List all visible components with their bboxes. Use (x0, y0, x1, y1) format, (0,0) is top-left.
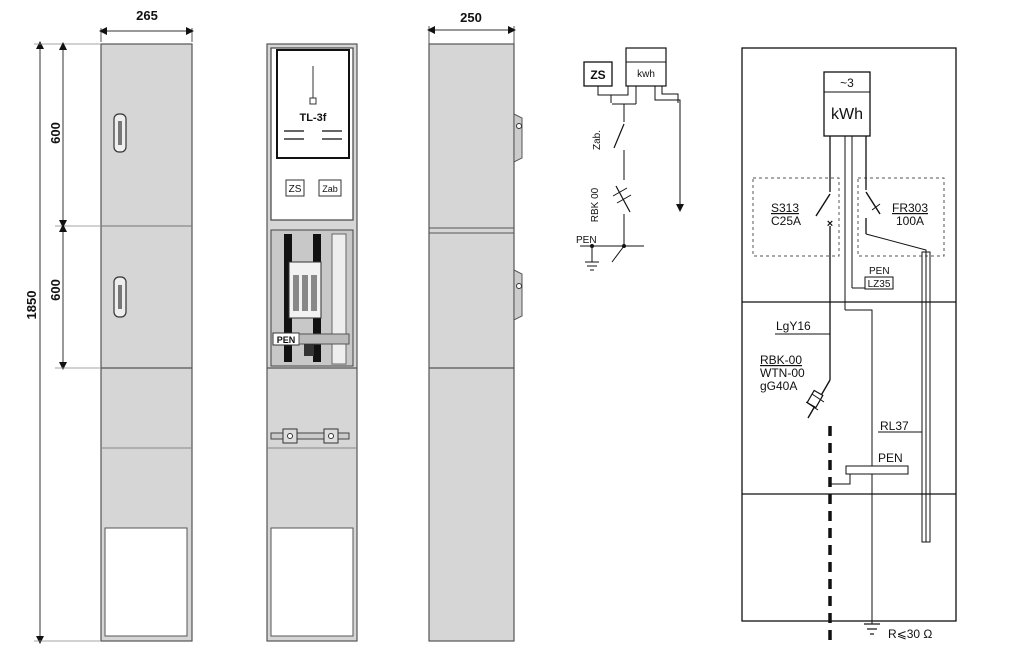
zs-box-label: ZS (289, 184, 302, 195)
total-height-dimension-label: 1850 (24, 291, 39, 320)
kwh-symbol (625, 47, 667, 87)
rail-label: RL37 (880, 419, 909, 433)
side-lock-housing (513, 113, 523, 163)
breaker-right-model: FR303 (892, 201, 928, 215)
front-view-closed: 265 1850 600 600 (24, 8, 194, 644)
schematic-pen-label: PEN (576, 235, 597, 246)
breaker-left-model: S313 (771, 201, 799, 215)
fuse-rating-label: gG40A (760, 379, 797, 393)
cable-label: LgY16 (776, 319, 811, 333)
breaker-enclosure-right (857, 177, 945, 257)
breaker-contact-right (865, 191, 881, 215)
meter-unit-label: kWh (831, 106, 863, 123)
pen-bar-label: PEN (277, 335, 296, 345)
breaker-left-rating: C25A (771, 214, 801, 228)
foundation-opening (270, 527, 354, 637)
terminal-label: LZ35 (868, 279, 891, 290)
energy-meter (823, 71, 871, 137)
middle-height-dimension-label: 600 (48, 279, 63, 301)
breaker-right-rating: 100A (896, 214, 924, 228)
breaker-enclosure-left (752, 177, 840, 257)
schematic-kwh-label: kwh (637, 69, 655, 80)
front-view-open: TL-3f ZS Zab PEN (266, 43, 358, 642)
outgoing-arrow (654, 86, 684, 212)
schematic-rbk-label: RBK 00 (590, 187, 601, 222)
meter-phase-label: ~3 (840, 76, 854, 90)
zab-box-label: Zab (322, 184, 338, 194)
fuse-base-label: RBK-00 (760, 353, 802, 367)
terminal-lz35 (864, 276, 894, 290)
pen-upper-label: PEN (869, 266, 890, 277)
switch-contact (613, 123, 625, 149)
side-view: 250 (427, 10, 523, 642)
pen-lower-label: PEN (878, 451, 903, 465)
cabinet-side-body (428, 43, 515, 642)
schematic-zs-label: ZS (590, 68, 605, 82)
rail-rl37 (921, 251, 931, 543)
svg-text:×: × (827, 218, 833, 230)
breaker-contact-left (815, 193, 831, 217)
foundation-opening (104, 527, 188, 637)
schematic-zab-label: Zab. (592, 130, 603, 150)
depth-dimension-label: 250 (460, 10, 482, 25)
earth-resistance-label: R⩽30 Ω (888, 627, 932, 641)
busbar (284, 234, 292, 362)
fuse-holder-label: WTN-00 (760, 366, 805, 380)
mounting-rail (270, 432, 350, 440)
zs-symbol (583, 61, 613, 87)
width-dimension-label: 265 (136, 8, 158, 23)
meter-type-label: TL-3f (300, 112, 327, 124)
pen-busbar (845, 465, 909, 475)
side-lock-housing (513, 269, 523, 321)
upper-height-dimension-label: 600 (48, 122, 63, 144)
wiring-diagram: ~3 kWh × S313 C25A FR303 100A RL37 PEN L… (741, 47, 957, 641)
simple-schematic: ZS kwh Zab. RBK 00 PEN (576, 47, 684, 271)
